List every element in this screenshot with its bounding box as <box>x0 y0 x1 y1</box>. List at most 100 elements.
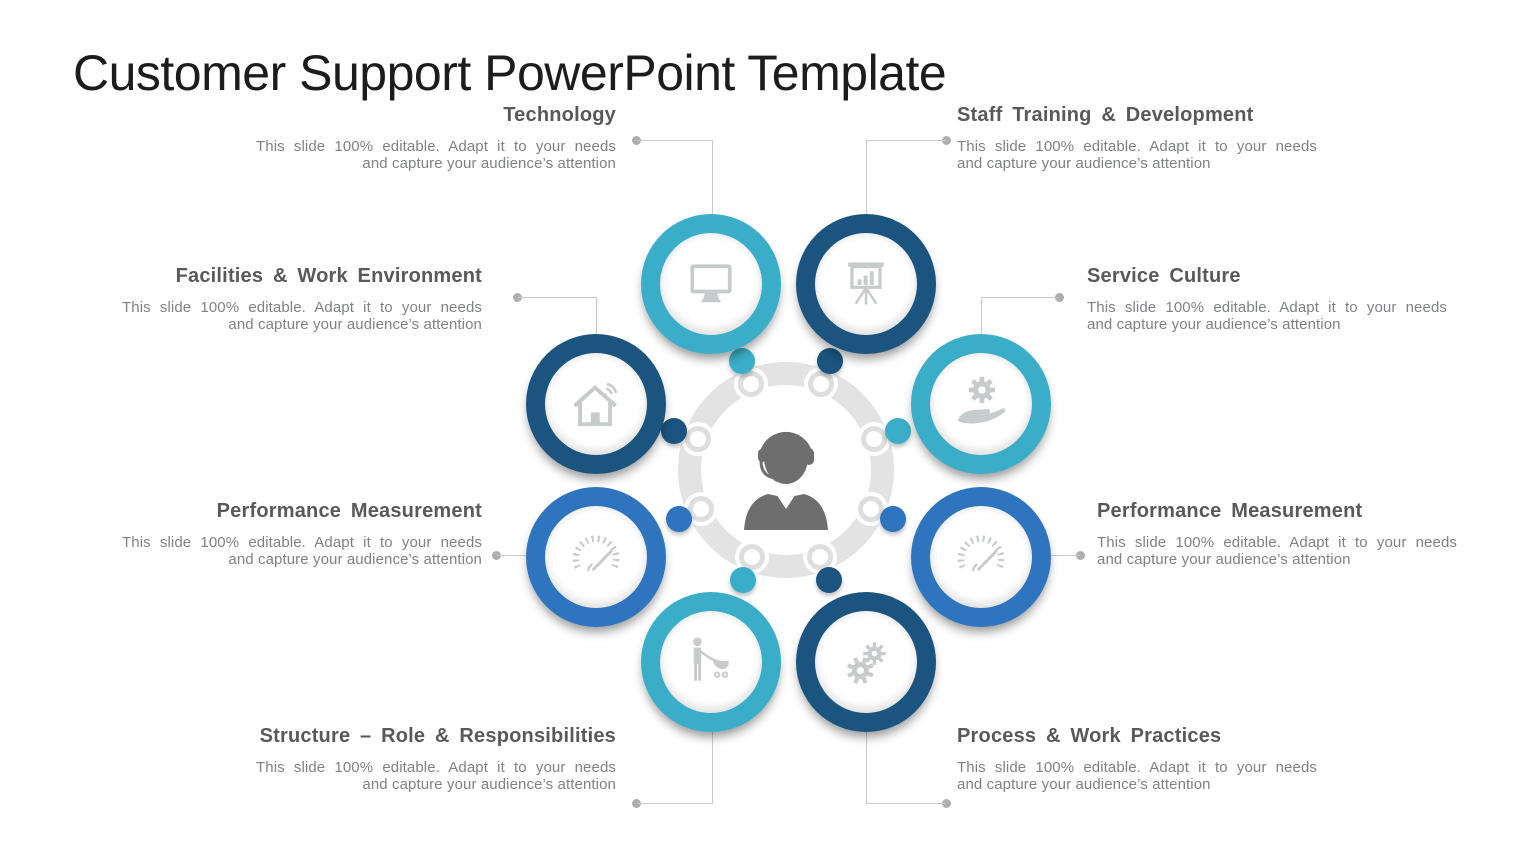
connector-line <box>712 140 713 216</box>
description-line: and capture your audience’s attention <box>362 155 616 172</box>
circle-face <box>930 506 1032 608</box>
section-description: This slide 100% editable. Adapt it to yo… <box>1087 299 1447 333</box>
description-line: and capture your audience’s attention <box>1097 551 1351 568</box>
circle-face <box>815 233 917 335</box>
connector-dot <box>632 136 641 145</box>
section-text-performance-left: Performance Measurement This slide 100% … <box>122 499 482 568</box>
description-line: and capture your audience’s attention <box>957 776 1211 793</box>
description-line: and capture your audience’s attention <box>957 155 1211 172</box>
hub-node <box>685 426 711 452</box>
connector-line <box>981 297 982 337</box>
section-title: Process & Work Practices <box>957 725 1222 747</box>
gear-hand-icon <box>951 374 1011 434</box>
slide-title: Customer Support PowerPoint Template <box>73 45 947 101</box>
speedometer-icon <box>951 527 1011 587</box>
section-description: This slide 100% editable. Adapt it to yo… <box>122 534 482 568</box>
hub-node <box>858 496 884 522</box>
section-text-performance-right: Performance Measurement This slide 100% … <box>1097 499 1457 568</box>
smart-home-icon <box>566 374 626 434</box>
center-hub <box>678 362 894 578</box>
section-description: This slide 100% editable. Adapt it to yo… <box>256 138 616 172</box>
section-description: This slide 100% editable. Adapt it to yo… <box>1097 534 1457 568</box>
section-text-technology: Technology This slide 100% editable. Ada… <box>256 103 616 172</box>
circle-facilities <box>526 334 666 474</box>
section-description: This slide 100% editable. Adapt it to yo… <box>957 759 1317 793</box>
description-line: and capture your audience’s attention <box>362 776 616 793</box>
description-line: This slide 100% editable. Adapt it to yo… <box>256 138 616 155</box>
connector-line <box>637 140 713 141</box>
section-title: Performance Measurement <box>216 500 482 522</box>
connector-line <box>596 297 597 337</box>
circle-process <box>796 592 936 732</box>
section-title: Structure – Role & Responsibilities <box>259 725 616 747</box>
section-title: Staff Training & Development <box>957 104 1254 126</box>
hub-node <box>861 426 887 452</box>
section-description: This slide 100% editable. Adapt it to yo… <box>256 759 616 793</box>
description-line: This slide 100% editable. Adapt it to yo… <box>1097 534 1457 551</box>
description-line: and capture your audience’s attention <box>228 551 482 568</box>
circle-face <box>660 233 762 335</box>
circle-face <box>660 611 762 713</box>
description-line: This slide 100% editable. Adapt it to yo… <box>1087 299 1447 316</box>
section-title: Technology <box>503 104 616 126</box>
circle-technology <box>641 214 781 354</box>
hub-color-dot <box>816 567 842 593</box>
connector-line <box>1046 555 1080 556</box>
section-text-process: Process & Work Practices This slide 100%… <box>957 724 1317 793</box>
connector-dot <box>513 293 522 302</box>
circle-face <box>545 353 647 455</box>
hub-node <box>739 544 765 570</box>
section-title: Performance Measurement <box>1097 500 1363 522</box>
section-title: Facilities & Work Environment <box>175 265 482 287</box>
person-stroller-icon <box>681 632 741 692</box>
circle-face <box>545 506 647 608</box>
speedometer-icon <box>566 527 626 587</box>
connector-dot <box>492 551 501 560</box>
hub-node <box>807 544 833 570</box>
connector-dot <box>942 136 951 145</box>
hub-color-dot <box>817 348 843 374</box>
hub-node <box>738 371 764 397</box>
circle-face <box>930 353 1032 455</box>
section-description: This slide 100% editable. Adapt it to yo… <box>957 138 1317 172</box>
hub-color-dot <box>666 506 692 532</box>
gears-icon <box>836 632 896 692</box>
connector-line <box>866 730 867 803</box>
connector-line <box>497 555 531 556</box>
description-line: This slide 100% editable. Adapt it to yo… <box>122 534 482 551</box>
circle-structure <box>641 592 781 732</box>
description-line: and capture your audience’s attention <box>228 316 482 333</box>
connector-line <box>637 803 713 804</box>
description-line: This slide 100% editable. Adapt it to yo… <box>256 759 616 776</box>
connector-dot <box>1076 551 1085 560</box>
section-text-structure: Structure – Role & Responsibilities This… <box>256 724 616 793</box>
description-line: This slide 100% editable. Adapt it to yo… <box>957 759 1317 776</box>
hub-color-dot <box>730 567 756 593</box>
monitor-icon <box>681 254 741 314</box>
hub-node <box>808 371 834 397</box>
section-title: Service Culture <box>1087 265 1241 287</box>
section-description: This slide 100% editable. Adapt it to yo… <box>122 299 482 333</box>
section-text-service-culture: Service Culture This slide 100% editable… <box>1087 264 1447 333</box>
circle-performance-left <box>526 487 666 627</box>
hub-color-dot <box>885 418 911 444</box>
hub-node <box>688 496 714 522</box>
description-line: This slide 100% editable. Adapt it to yo… <box>122 299 482 316</box>
circle-performance-right <box>911 487 1051 627</box>
connector-line <box>866 140 867 216</box>
presentation-chart-icon <box>836 254 896 314</box>
description-line: This slide 100% editable. Adapt it to yo… <box>957 138 1317 155</box>
connector-dot <box>1055 293 1064 302</box>
connector-line <box>518 297 596 298</box>
connector-dot <box>942 799 951 808</box>
support-agent-icon <box>744 431 828 530</box>
connector-line <box>981 297 1059 298</box>
circle-face <box>815 611 917 713</box>
connector-line <box>712 730 713 803</box>
hub-color-dot <box>661 418 687 444</box>
circle-staff-training <box>796 214 936 354</box>
connector-line <box>866 803 946 804</box>
connector-line <box>866 140 946 141</box>
section-text-facilities: Facilities & Work Environment This slide… <box>122 264 482 333</box>
